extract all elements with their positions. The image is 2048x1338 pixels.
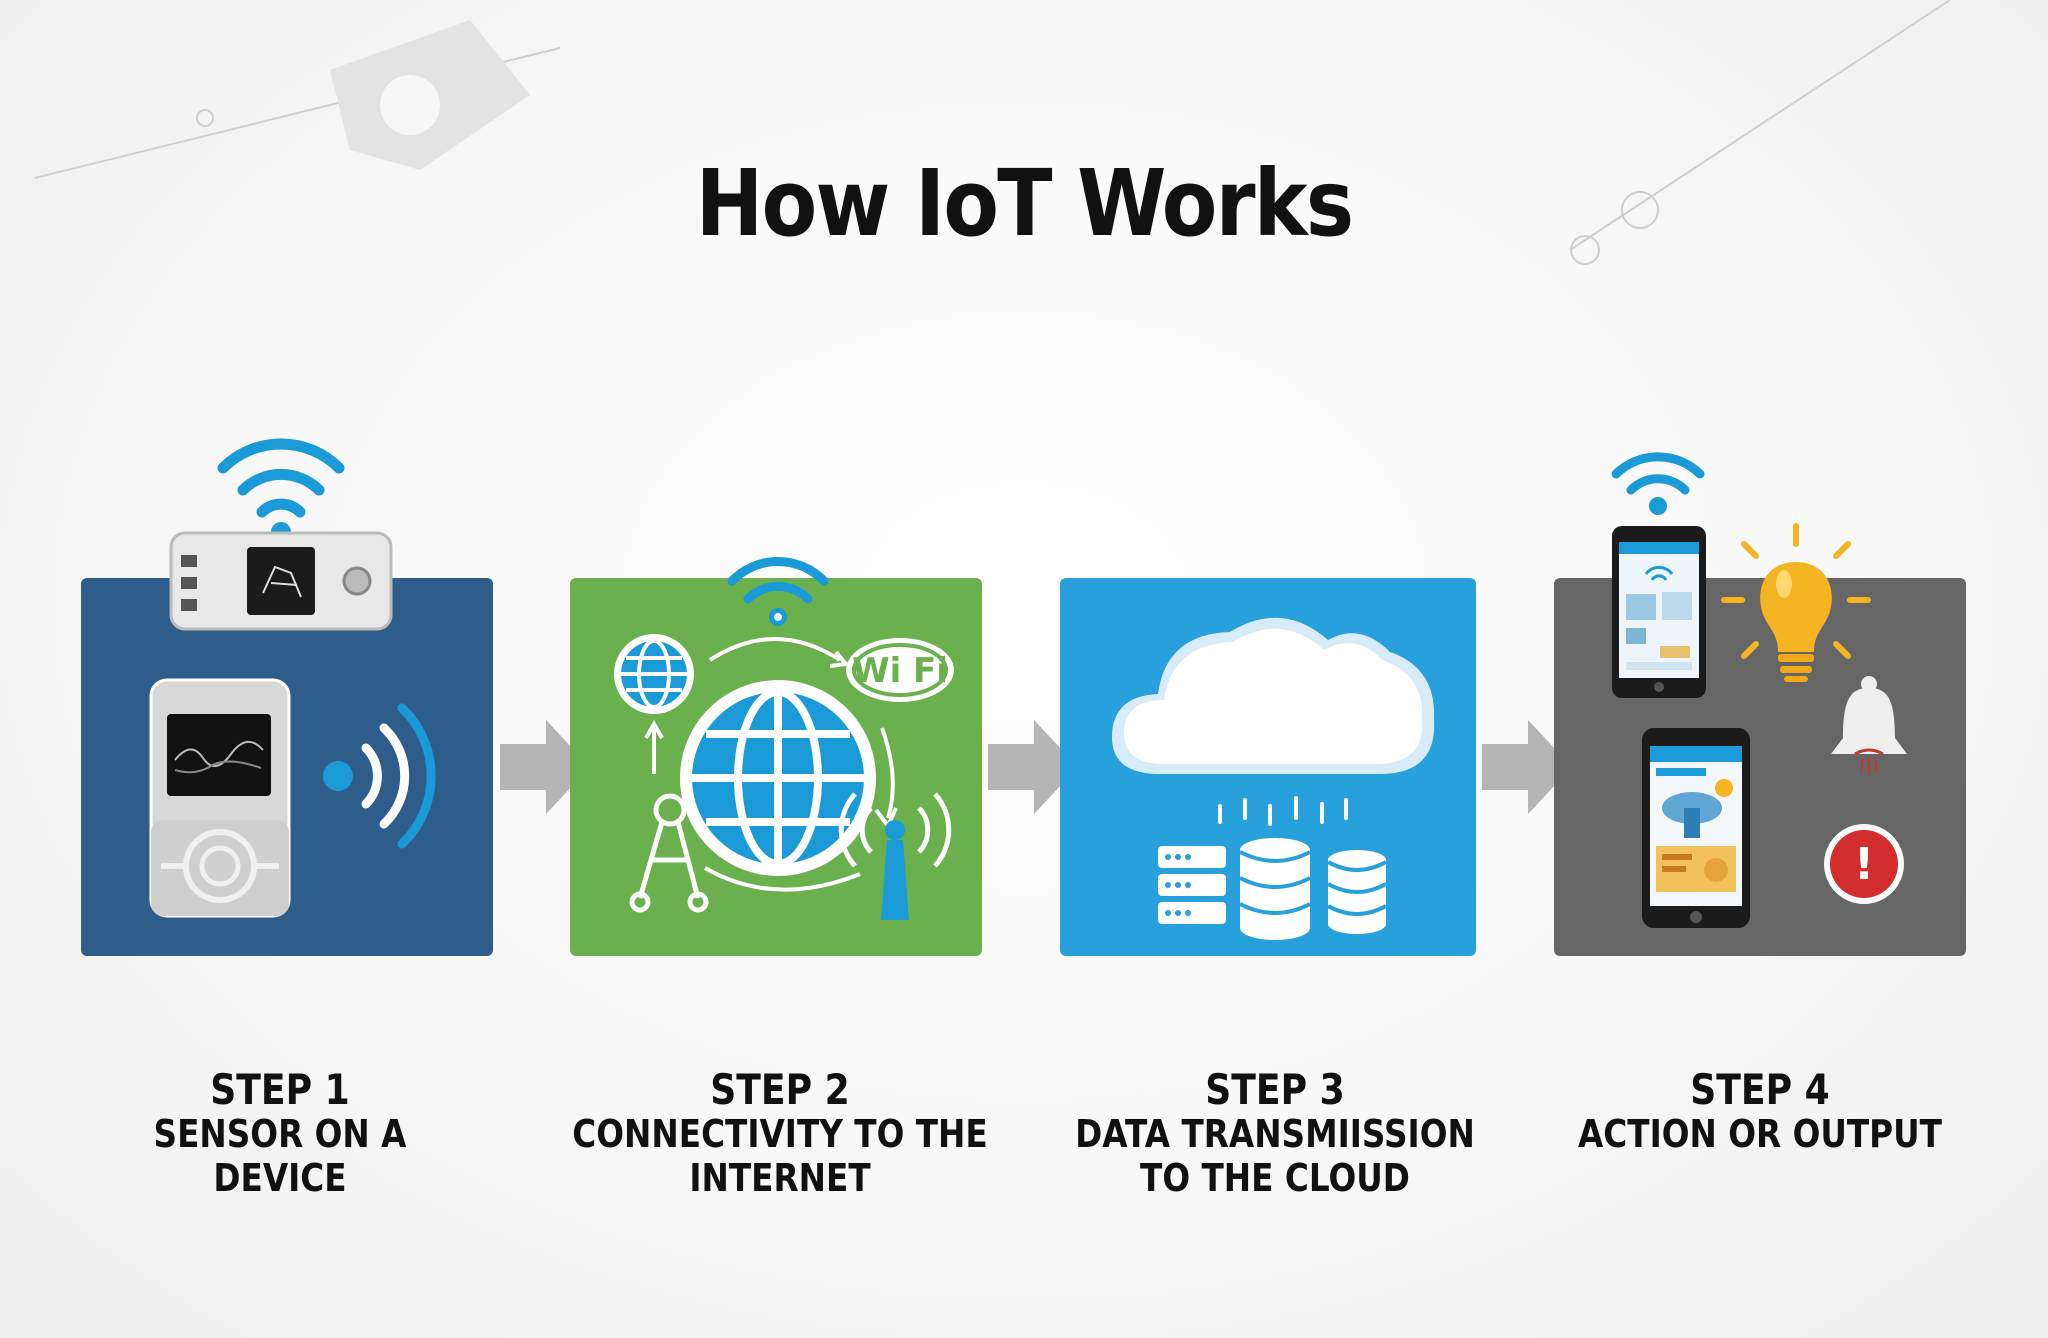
step-2-number: STEP 2: [710, 1065, 850, 1114]
step-2-label: STEP 2 CONNECTIVITY TO THE INTERNET: [539, 1065, 1021, 1201]
flow-arrow-2: [988, 720, 1078, 814]
wifi-badge-label: Wi Fi: [852, 651, 948, 691]
globe-icon: [680, 680, 876, 876]
step-2-description: CONNECTIVITY TO THE INTERNET: [572, 1112, 988, 1200]
cloud-illustration: [1111, 617, 1435, 940]
light-bulb-icon: [1721, 523, 1871, 682]
page-title: How IoT Works: [695, 150, 1354, 257]
step-4-label: STEP 4 ACTION OR OUTPUT: [1571, 1065, 1949, 1157]
flow-arrow-1: [500, 720, 590, 814]
database-small-icon: [1327, 850, 1387, 934]
step-3-number: STEP 3: [1205, 1065, 1345, 1114]
step-1-number: STEP 1: [210, 1065, 350, 1114]
step-3-label: STEP 3 DATA TRANSMIISSION TO THE CLOUD: [1073, 1065, 1477, 1201]
step-4-description: ACTION OR OUTPUT: [1578, 1112, 1942, 1156]
server-icon: [1158, 846, 1226, 924]
signal-waves-icon: [323, 703, 436, 849]
small-globe-icon: [614, 634, 694, 714]
step-3-description: DATA TRANSMIISSION TO THE CLOUD: [1075, 1112, 1475, 1200]
step-3-panel: [1060, 578, 1476, 956]
network-node-icon: [629, 793, 709, 913]
alert-mark: !: [1854, 839, 1874, 890]
wifi-badge-icon: Wi Fi: [846, 638, 954, 702]
wifi-icon: [1611, 452, 1705, 515]
wifi-icon: [727, 557, 829, 626]
sensor-device-illustration: [149, 438, 436, 918]
flow-arrow-3: [1482, 720, 1572, 814]
connectivity-illustration: Wi Fi: [614, 557, 954, 920]
step-4-number: STEP 4: [1690, 1065, 1830, 1114]
smartphone-icon: [1612, 526, 1706, 698]
sensor-module-icon: [169, 531, 393, 631]
step-1-label: STEP 1 SENSOR ON A DEVICE: [91, 1065, 469, 1201]
database-icon: [1239, 838, 1311, 940]
step-1-description: SENSOR ON A DEVICE: [153, 1112, 407, 1200]
action-output-illustration: !: [1611, 452, 1907, 928]
step-2-panel: Wi Fi: [570, 557, 982, 956]
alarm-bell-icon: [1831, 676, 1907, 774]
alert-icon: !: [1824, 824, 1904, 904]
step-1-panel: [81, 438, 493, 956]
antenna-icon: [838, 792, 952, 920]
smartphone-app-icon: [1642, 728, 1750, 928]
step-4-panel: !: [1554, 452, 1966, 956]
handheld-device-icon: [149, 678, 291, 918]
cloud-icon: [1111, 617, 1435, 774]
